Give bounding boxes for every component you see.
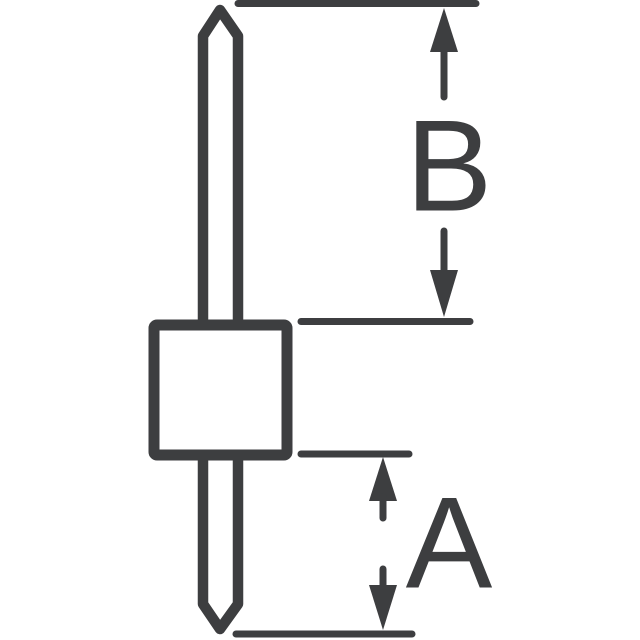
dim-a-arrow-up-head [369, 457, 397, 501]
dimension-label-b: B [406, 93, 493, 239]
dim-b-arrow-up-head [430, 8, 458, 52]
dim-a-arrow-down-head [369, 585, 397, 630]
dim-b-arrow-down [430, 227, 458, 317]
insulator-body [148, 319, 293, 461]
dim-a-arrow-down [369, 565, 397, 630]
pin-bottom-shaft [197, 450, 244, 635]
dim-b-arrow-up [430, 8, 458, 101]
dimension-label-a: A [406, 470, 493, 616]
dim-b-arrow-down-head [430, 270, 458, 317]
dim-a-arrow-up [369, 457, 397, 522]
pin-top-shaft [197, 4, 244, 332]
drawing-ink-group: B A [148, 0, 493, 638]
